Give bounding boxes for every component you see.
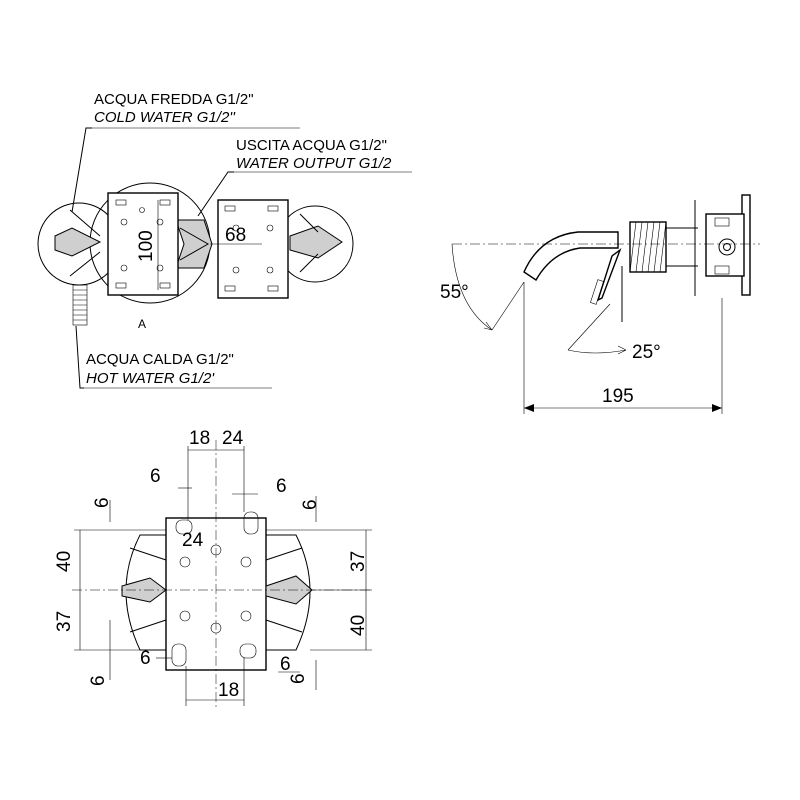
dim-100-label: 100 (136, 230, 157, 262)
rosette-outline (125, 534, 311, 651)
handle-lever (596, 248, 622, 302)
right-cross-handle (289, 213, 343, 273)
valve-body (705, 213, 745, 277)
dim-6-left-top-label: 6 (92, 497, 113, 508)
water-output-label-en: WATER OUTPUT G1/2 (236, 155, 392, 172)
dim-6-right-bottom-label: 6 (288, 673, 309, 684)
dim-6-bottom-right-label: 6 (280, 654, 291, 675)
mid-cross-handle (175, 219, 213, 269)
dim-24-mid-label: 24 (182, 530, 204, 551)
angle-55-label: 55° (440, 282, 469, 303)
dim-40-left-label: 40 (54, 551, 75, 572)
dim-37-left-label: 37 (54, 611, 75, 632)
section-a-label: A (138, 317, 146, 331)
hot-leader (75, 325, 84, 389)
left-mounting-plate (107, 192, 179, 296)
angle-55-arc (451, 243, 493, 331)
angle-25-label: 25° (632, 342, 661, 363)
spout (523, 231, 619, 281)
cold-water-label-it: ACQUA FREDDA G1/2" (94, 91, 254, 108)
dim-37-right-label: 37 (348, 551, 369, 572)
angle-25-arc (567, 349, 627, 354)
right-mounting-plate (217, 199, 289, 299)
dim-195-label: 195 (602, 386, 634, 407)
dim-6-top-left-label: 6 (150, 466, 161, 487)
dim-6-right-top-label: 6 (300, 499, 321, 510)
dim-68-label: 68 (225, 225, 246, 246)
dim-18-top-label: 18 (189, 428, 210, 449)
dim-24-top-label: 24 (222, 428, 244, 449)
hot-water-label-en: HOT WATER G1/2' (86, 370, 215, 387)
left-cross-handle (54, 209, 102, 277)
water-output-label-it: USCITA ACQUA G1/2" (236, 137, 387, 154)
dim-6-mid-left-label: 6 (140, 648, 151, 669)
hot-water-label-it: ACQUA CALDA G1/2" (86, 351, 234, 368)
front-view (37, 127, 412, 389)
cold-water-label-en: COLD WATER G1/2'' (94, 109, 236, 126)
cold-leader (71, 127, 92, 213)
dim-6-top-right-label: 6 (276, 476, 287, 497)
output-leader (197, 171, 234, 217)
dim-6-left-bottom-label: 6 (88, 675, 109, 686)
side-view (451, 194, 760, 414)
plate-detail-view (72, 440, 372, 708)
dim-18-bottom-label: 18 (218, 680, 239, 701)
dim-40-right-label: 40 (348, 615, 369, 636)
